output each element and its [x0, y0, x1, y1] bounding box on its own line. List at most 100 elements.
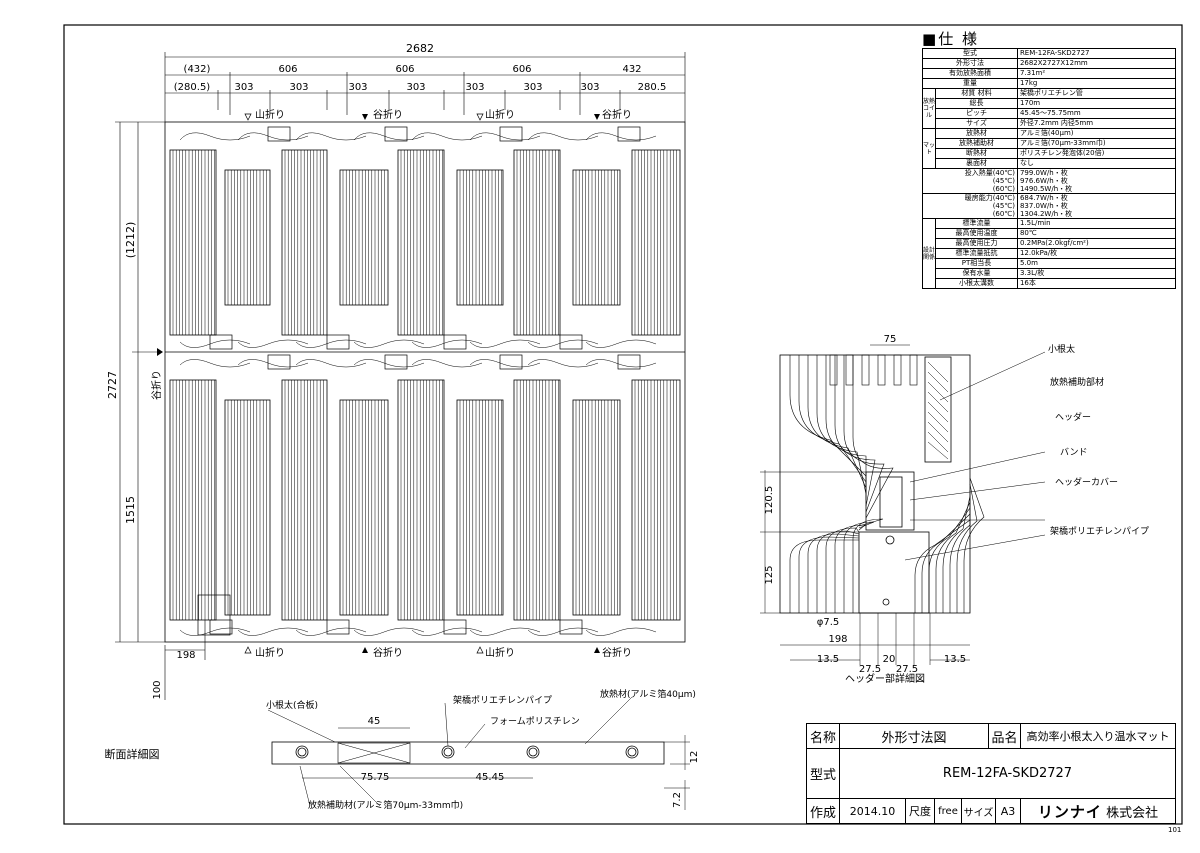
coil-route [179, 339, 251, 348]
mat-plan [164, 121, 686, 643]
dim-row3-label: 303 [348, 82, 367, 93]
coil-panel [169, 379, 217, 621]
coil-header-box [384, 354, 408, 370]
spec-key: 最高使用温度 [935, 228, 1018, 239]
spec-group: 設計関係 [922, 218, 936, 289]
spec-key: 裏面材 [935, 158, 1018, 169]
section-dim-h: 7.2 [672, 792, 683, 808]
coil-header-box [617, 126, 641, 142]
coil-route [469, 627, 541, 636]
header-detail-caption: ヘッダー部詳細図 [845, 672, 925, 685]
coil-route [179, 359, 251, 368]
coil-route [585, 132, 657, 141]
coil-header-box [326, 334, 350, 350]
hd-label: ヘッダー [1055, 411, 1091, 423]
spec-group: 放熱コイル [922, 88, 936, 129]
spec-key: 総長 [935, 98, 1018, 109]
spec-row: マット放熱材アルミ箔(40μm) [922, 128, 1177, 169]
coil-header-box [499, 126, 523, 142]
hd-pipe [963, 477, 985, 613]
spec-key: PT相当長 [935, 258, 1018, 269]
dim-row3-label: 280.5 [638, 82, 667, 93]
company-suffix: 株式会社 [1106, 805, 1159, 821]
hd-label: 小根太 [1048, 343, 1075, 355]
spec-key: 最高使用圧力 [935, 238, 1018, 249]
hd-joist-slot [893, 354, 902, 386]
coil-route [295, 339, 367, 348]
hd-pipe [843, 355, 885, 513]
spec-value: 799.0W/h・枚 976.6W/h・枚 1490.5W/h・枚 [1016, 168, 1177, 194]
dim-bottom-left-v: 100 [152, 680, 163, 699]
hd-pipe [789, 355, 867, 477]
coil-route [527, 339, 599, 348]
coil-route [237, 339, 309, 348]
spec-row: 投入熱量(40℃) (45℃) (60℃)799.0W/h・枚 976.6W/h… [922, 168, 1177, 194]
section-dim-c: 45.45 [476, 772, 505, 783]
fold-label-top: 山折り [255, 108, 285, 121]
coil-header-box [384, 126, 408, 142]
fold-markers [157, 113, 600, 654]
hd-pipe [852, 355, 894, 519]
coil-header-box [617, 354, 641, 370]
dim-row2-label: 432 [622, 64, 641, 75]
coil-route [179, 627, 251, 636]
spec-key: 重量 [922, 78, 1018, 89]
hd-joist-slot [845, 354, 854, 386]
spec-key: 標準流量抵抗 [935, 248, 1018, 259]
hd-label: バンド [1060, 447, 1087, 458]
spec-value: REM-12FA-SKD2727 [1016, 48, 1177, 59]
hd-pipe [942, 495, 971, 613]
tb-scale-label: 尺度 [905, 798, 935, 824]
coil-header-box [499, 354, 523, 370]
dim-row2-label: (432) [184, 64, 211, 75]
fold-label-top: 山折り [485, 108, 515, 121]
coil-route [237, 627, 309, 636]
spec-key: 暖房能力(40℃) (45℃) (60℃) [922, 193, 1018, 219]
dim-bottom-left: 198 [176, 650, 195, 661]
section-dim-a: 45 [368, 716, 381, 727]
hd-pipe [834, 355, 876, 507]
coil-route [585, 339, 657, 348]
hd-pipe [935, 501, 971, 613]
hd-dim-h1: 120.5 [764, 486, 775, 515]
coil-header-box [443, 334, 467, 350]
hd-pipe [825, 355, 867, 500]
spec-value: 684.7W/h・枚 837.0W/h・枚 1304.2W/h・枚 [1016, 193, 1177, 219]
spec-value: 3.3L/枚 [1016, 268, 1177, 279]
spec-value: アルミ箔(70μm-33mm巾) [1016, 138, 1177, 149]
spec-key: 型式 [922, 48, 1018, 59]
hd-label: 架橋ポリエチレンパイプ [1050, 525, 1149, 537]
coil-panel [224, 169, 271, 306]
spec-value: なし [1016, 158, 1177, 169]
dim-row2-label: 606 [278, 64, 297, 75]
spec-key: 材質 材料 [935, 88, 1018, 99]
hd-dim-h2: 125 [764, 565, 775, 584]
spec-group: マット [922, 128, 936, 169]
coil-panel [631, 379, 681, 621]
coil-panel [572, 169, 621, 306]
side-fold-label: 谷折り [150, 370, 163, 400]
dim-row2-label: 606 [512, 64, 531, 75]
hd-pipe [921, 513, 971, 613]
top-dimensions [164, 52, 686, 122]
dim-row3-label: 303 [234, 82, 253, 93]
coil-panel [513, 149, 561, 336]
section-dim-b: 75.75 [361, 772, 390, 783]
title-block: 名称 外形寸法図 品名 高効率小根太入り温水マット 型式 REM-12FA-SK… [806, 723, 1176, 824]
spec-value: 17kg [1016, 78, 1177, 89]
coil-panel [281, 149, 328, 336]
coil-panel [631, 149, 681, 336]
spec-key: 保有水量 [935, 268, 1018, 279]
coil-route [295, 359, 367, 368]
coil-route [527, 359, 599, 368]
hd-pipe [789, 539, 859, 613]
spec-row: 放熱補助材アルミ箔(70μm-33mm巾) [923, 138, 1177, 149]
hd-dim-w: 198 [828, 634, 847, 645]
